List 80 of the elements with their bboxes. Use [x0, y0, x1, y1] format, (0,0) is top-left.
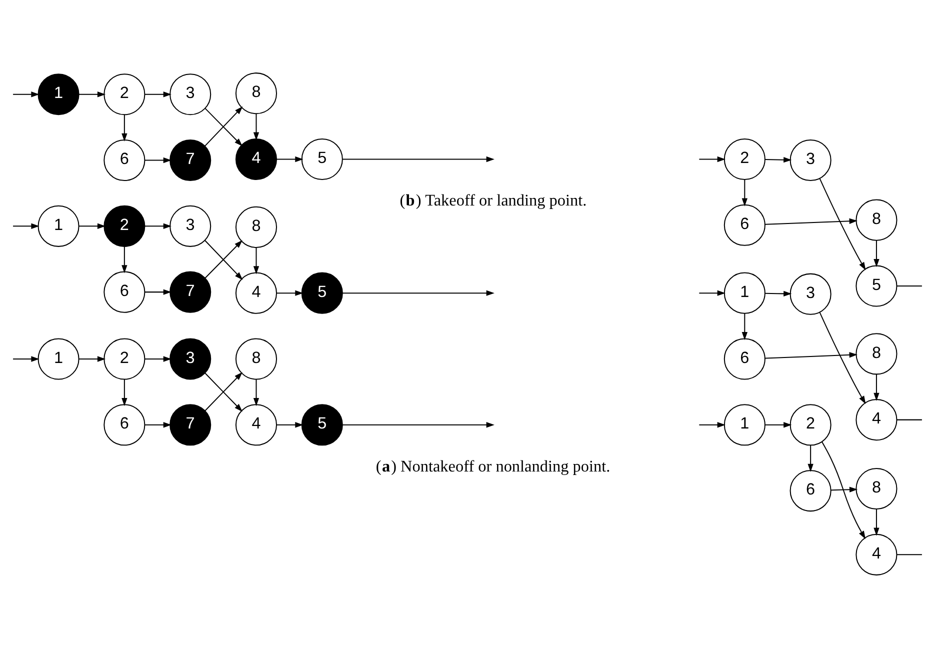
arrow — [342, 156, 494, 162]
node-circle: 8 — [856, 332, 898, 374]
node-circle: 2 — [104, 73, 146, 115]
node-circle: 6 — [104, 270, 146, 312]
node-circle: 7 — [170, 270, 212, 312]
node-circle: 8 — [856, 198, 898, 240]
node-circle: 7 — [170, 404, 212, 446]
node-circle: 3 — [170, 204, 212, 246]
node-circle: 8 — [856, 467, 898, 510]
arrow — [79, 91, 106, 97]
arrow — [765, 422, 792, 428]
node-circle: 5 — [301, 404, 343, 446]
arrow — [699, 422, 726, 428]
connector — [896, 554, 922, 555]
node-circle: 2 — [104, 204, 146, 246]
arrow — [144, 156, 172, 163]
arrow — [144, 356, 172, 362]
arrow — [13, 91, 40, 97]
arrow — [253, 378, 260, 406]
arrow — [342, 290, 494, 296]
node-circle: 3 — [170, 338, 212, 380]
connector — [896, 418, 922, 420]
node-circle: 1 — [38, 73, 80, 115]
node-circle: 3 — [790, 138, 832, 181]
arrow — [144, 422, 172, 428]
arrow — [765, 352, 858, 358]
node-circle: 6 — [790, 470, 832, 512]
node-circle: 3 — [790, 272, 832, 314]
node-circle: 5 — [856, 264, 898, 306]
arrow — [122, 378, 128, 406]
node-circle: 2 — [104, 338, 146, 380]
arrow — [144, 222, 172, 228]
node-circle: 7 — [170, 138, 212, 181]
node-circle: 2 — [790, 404, 832, 446]
arrow — [276, 156, 304, 162]
arrow — [13, 356, 40, 362]
node-circle: 1 — [38, 338, 80, 380]
node-circle: 5 — [301, 272, 343, 314]
arrow — [79, 222, 106, 228]
label: (a) Nontakeoff or nonlanding point. — [376, 456, 610, 475]
node-circle: 4 — [856, 533, 898, 575]
arrow — [699, 290, 726, 296]
node-circle: 3 — [170, 73, 212, 115]
arrow — [144, 91, 172, 97]
arrow — [819, 312, 866, 404]
arrow — [822, 441, 866, 539]
arrow — [742, 312, 748, 340]
arrow — [874, 240, 880, 267]
arrow — [808, 444, 814, 472]
node-circle: 6 — [104, 138, 146, 181]
node-circle: 6 — [724, 204, 766, 246]
arrow — [765, 156, 792, 162]
arrow — [253, 246, 260, 274]
arrow — [742, 179, 748, 206]
arrow — [13, 222, 40, 228]
node-circle: 1 — [38, 204, 80, 246]
label: (b) Takeoff or landing point. — [400, 191, 587, 210]
node-circle: 6 — [104, 404, 146, 446]
node-circle: 4 — [856, 398, 898, 440]
arrow — [342, 422, 494, 428]
arrow — [122, 246, 128, 273]
arrow — [765, 290, 792, 296]
arrow — [144, 288, 172, 294]
arrow — [253, 113, 260, 140]
connector — [896, 284, 922, 286]
arrow — [276, 290, 304, 296]
arrow — [699, 156, 726, 162]
arrow — [276, 422, 304, 428]
arrow — [79, 356, 106, 362]
node-circle: 1 — [724, 404, 766, 446]
arrow — [874, 508, 880, 536]
arrow — [831, 486, 858, 492]
node-circle: 6 — [724, 338, 766, 380]
node-circle: 2 — [724, 138, 766, 180]
arrow — [874, 374, 880, 401]
node-circle: 5 — [301, 138, 343, 180]
arrow — [122, 114, 128, 141]
arrow — [819, 178, 866, 270]
arrow — [765, 218, 858, 224]
node-circle: 1 — [724, 272, 766, 314]
